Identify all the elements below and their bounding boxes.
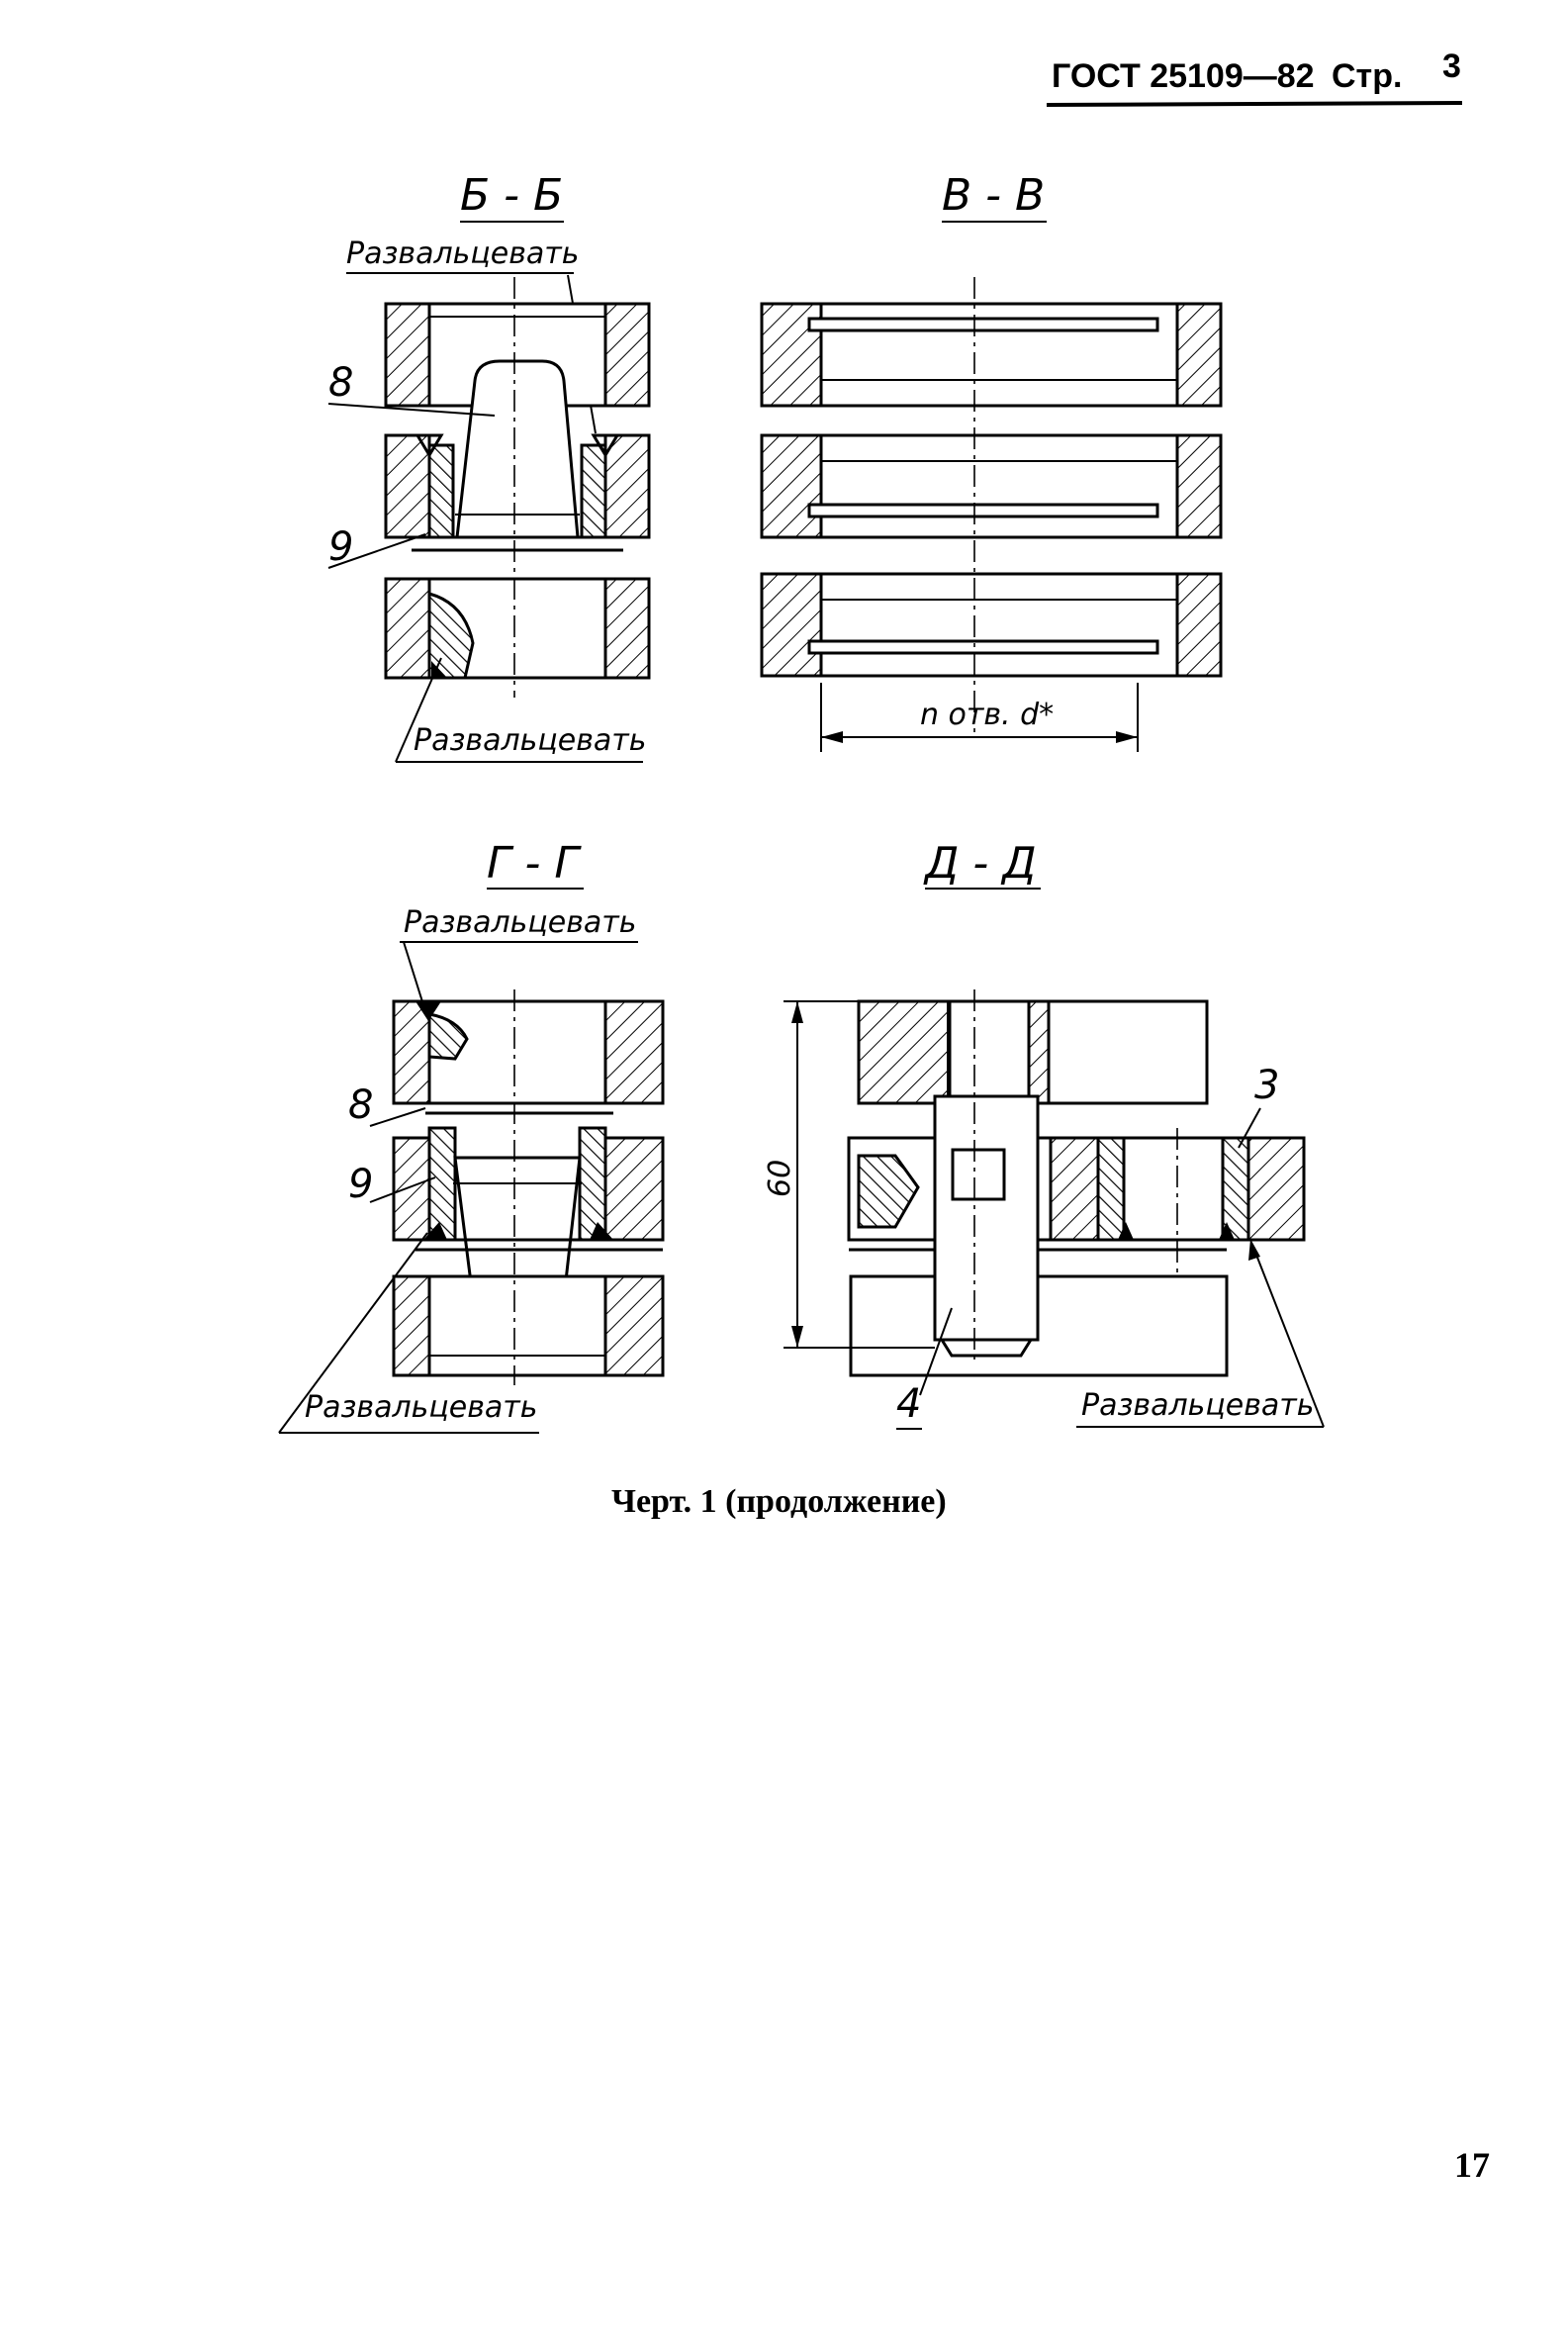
bb-plate3-right (603, 577, 651, 680)
dd-square-hole (951, 1148, 1006, 1201)
bb-plate1-left (384, 302, 431, 408)
dd-dim-60-label: 60 (763, 1160, 797, 1197)
gg-plate3-right (603, 1274, 665, 1377)
gg-plate3-left (392, 1274, 431, 1377)
section-gg: Г - Г Развальцевать 8 9 (278, 838, 665, 1434)
section-vv-title: В - В (942, 170, 1045, 221)
dd-note: Развальцевать (1081, 1388, 1314, 1423)
vv-plate-row-2 (760, 433, 1223, 539)
header-rule (1046, 101, 1463, 107)
page-word: Стр. (1332, 57, 1402, 95)
section-bb-note-bottom: Развальцевать (414, 723, 646, 758)
standard-number: ГОСТ 25109—82 (1052, 57, 1315, 95)
section-bb-title: Б - Б (460, 170, 563, 221)
bb-plate3-left (384, 577, 431, 680)
bb-tapered-plug (455, 359, 580, 539)
section-bb: Б - Б Развальцевать 8 9 (327, 170, 651, 763)
gg-plate1-left (392, 999, 431, 1105)
bb-plate2-right (603, 433, 651, 539)
section-gg-note-top: Развальцевать (404, 905, 636, 940)
gg-plate2-left (392, 1136, 431, 1242)
bb-bushing-left (427, 443, 455, 539)
gg-pos-9: 9 (348, 1162, 373, 1207)
dd-pos-4: 4 (896, 1381, 921, 1427)
gg-bushing-right (578, 1126, 607, 1242)
dd-pos-3: 3 (1254, 1063, 1279, 1108)
gg-plate3-hole (427, 1274, 607, 1377)
header-page-number: 3 (1442, 47, 1461, 85)
bb-plate1-right (603, 302, 651, 408)
vv-dimension-label: n отв. d* (920, 698, 1054, 732)
gg-pos-8: 8 (348, 1082, 373, 1128)
gg-plate1-right (603, 999, 665, 1105)
section-bb-note-top: Развальцевать (346, 236, 579, 271)
section-gg-title: Г - Г (487, 838, 582, 889)
gg-bushing-left (427, 1126, 457, 1242)
section-dd-title: Д - Д (923, 838, 1037, 889)
section-dd: Д - Д 60 3 (763, 838, 1325, 1430)
bb-bushing-right (580, 443, 607, 539)
bb-pos-8: 8 (328, 360, 353, 406)
bb-flared-edge (427, 592, 475, 680)
section-bb-leader-bottom (395, 657, 442, 763)
vv-plate-row-3 (760, 572, 1223, 678)
footer-page-number: 17 (1454, 2145, 1490, 2185)
section-vv: В - В n отв. (760, 170, 1223, 752)
bb-plate2-left (384, 433, 431, 539)
section-gg-note-bottom: Развальцевать (305, 1390, 537, 1425)
dd-pin (933, 1094, 1040, 1342)
vv-plate-row-1 (760, 302, 1223, 408)
figure-caption: Черт. 1 (продолжение) (611, 1483, 947, 1520)
gg-plate2-right (603, 1136, 665, 1242)
page-header: ГОСТ 25109—82 Стр. 3 (1046, 47, 1463, 107)
bb-pos-9: 9 (328, 524, 353, 570)
